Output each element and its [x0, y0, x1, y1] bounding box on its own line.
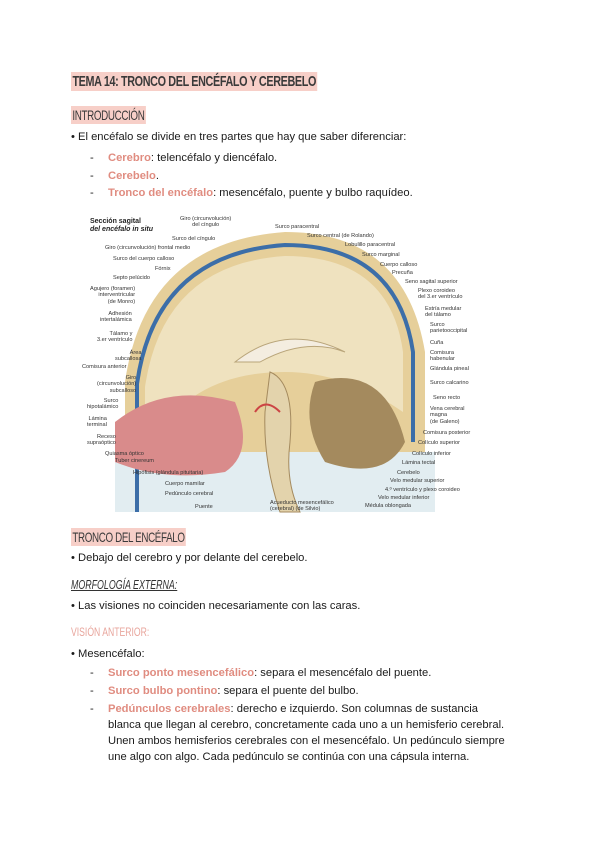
keyword: Cerebro: [108, 152, 151, 164]
item-text: : derecho e izquierdo. Son columnas de s…: [108, 703, 505, 763]
subheading-morfologia: Morfología externa:: [71, 577, 178, 592]
intro-bullet: • El encéfalo se divide en tres partes q…: [71, 131, 407, 143]
figure-label: Hipófisis (glándula pituitaria): [133, 470, 204, 476]
figure-label: Fórnix: [155, 266, 171, 272]
figure-label: Giro (circunvolución) frontal medio: [105, 245, 191, 251]
figure-label: Cuerpo calloso: [380, 262, 418, 268]
figure-label: Cuña: [430, 340, 444, 346]
figure-label: Precuña: [392, 270, 413, 276]
keyword: Cerebelo: [108, 170, 156, 182]
figure-label: Comisura posterior: [423, 430, 471, 436]
figure-label: Giro (circunvolución)del cíngulo: [180, 216, 232, 229]
figure-label: Surco paracentral: [275, 224, 320, 230]
figure-label: Surco del cíngulo: [172, 236, 216, 242]
figure-label: Giro(circunvolución)subcalloso: [97, 375, 137, 394]
morfologia-bullet: • Las visiones no coinciden necesariamen…: [71, 600, 361, 612]
list-item: -Cerebro: telencéfalo y diencéfalo.: [90, 152, 278, 164]
page-title: Tema 14: Tronco del encéfalo y cerebelo: [71, 72, 318, 91]
item-text: : mesencéfalo, puente y bulbo raquídeo.: [213, 187, 413, 199]
figure-label: Acueducto mesencefálico(cerebral) (de Si…: [270, 500, 334, 513]
figure-label: Seno recto: [433, 395, 461, 401]
list-item: -Tronco del encéfalo: mesencéfalo, puent…: [90, 187, 413, 199]
figure-label: Pedúnculo cerebral: [165, 491, 214, 497]
list-item: -Cerebelo.: [90, 170, 159, 182]
figure-label: Cuerpo mamilar: [165, 481, 205, 487]
figure-label: Surco del cuerpo calloso: [113, 256, 175, 262]
mesencefalo-bullet: • Mesencéfalo:: [71, 648, 145, 660]
figure-label: Médula oblongada: [365, 503, 412, 509]
figure-label: Septo pelúcido: [113, 275, 151, 281]
item-text: : telencéfalo y diencéfalo.: [150, 152, 278, 164]
figure-label: Colículo inferior: [412, 451, 451, 457]
keyword: Pedúnculos cerebrales: [108, 703, 231, 715]
section-heading-tronco: Tronco del encéfalo: [71, 528, 187, 546]
figure-label: Tuber cinereum: [115, 458, 154, 464]
figure-label: Agujero (foramen)interventricular(de Mon…: [90, 286, 136, 305]
figure-label: Cerebelo: [397, 470, 420, 476]
figure-title-line: del encéfalo in situ: [90, 226, 154, 233]
brain-illustration: [115, 232, 435, 513]
figure-title-line: Sección sagital: [90, 218, 141, 225]
list-item: -Surco bulbo pontino: separa el puente d…: [90, 685, 359, 697]
item-text: .: [155, 170, 159, 182]
figure-label: Lobulillo paracentral: [345, 242, 396, 248]
figure-label: Quiasma óptico: [105, 451, 144, 457]
figure-label: Colículo superior: [418, 440, 460, 446]
keyword: Tronco del encéfalo: [108, 187, 214, 199]
item-text: : separa el puente del bulbo.: [217, 685, 359, 697]
figure-label: Surco calcarino: [430, 380, 469, 386]
keyword: Surco ponto mesencefálico: [108, 667, 255, 679]
figure-label: Puente: [195, 504, 213, 510]
figure-label: Lámina tectal: [402, 460, 436, 466]
figure-label: Surco central (de Rolando): [307, 233, 374, 239]
figure-label: Comisura anterior: [82, 364, 127, 370]
list-item: -Pedúnculos cerebrales: derecho e izquie…: [90, 703, 505, 763]
keyword: Surco bulbo pontino: [108, 685, 218, 697]
figure-label: Seno sagital superior: [405, 279, 458, 285]
figure-label: Velo medular superior: [390, 478, 445, 484]
item-text: : separa el mesencéfalo del puente.: [254, 667, 432, 679]
tronco-bullet: • Debajo del cerebro y por delante del c…: [71, 552, 308, 564]
subheading-vision-anterior: Visión anterior:: [71, 625, 150, 639]
list-item: -Surco ponto mesencefálico: separa el me…: [90, 667, 432, 679]
figure-label: 4.º ventrículo y plexo coroideo: [385, 487, 460, 493]
figure-label: Velo medular inferior: [378, 495, 430, 501]
section-heading-introduccion: Introducción: [71, 106, 146, 124]
figure-label: Glándula pineal: [430, 366, 469, 372]
figure-label: Surco marginal: [362, 252, 400, 258]
